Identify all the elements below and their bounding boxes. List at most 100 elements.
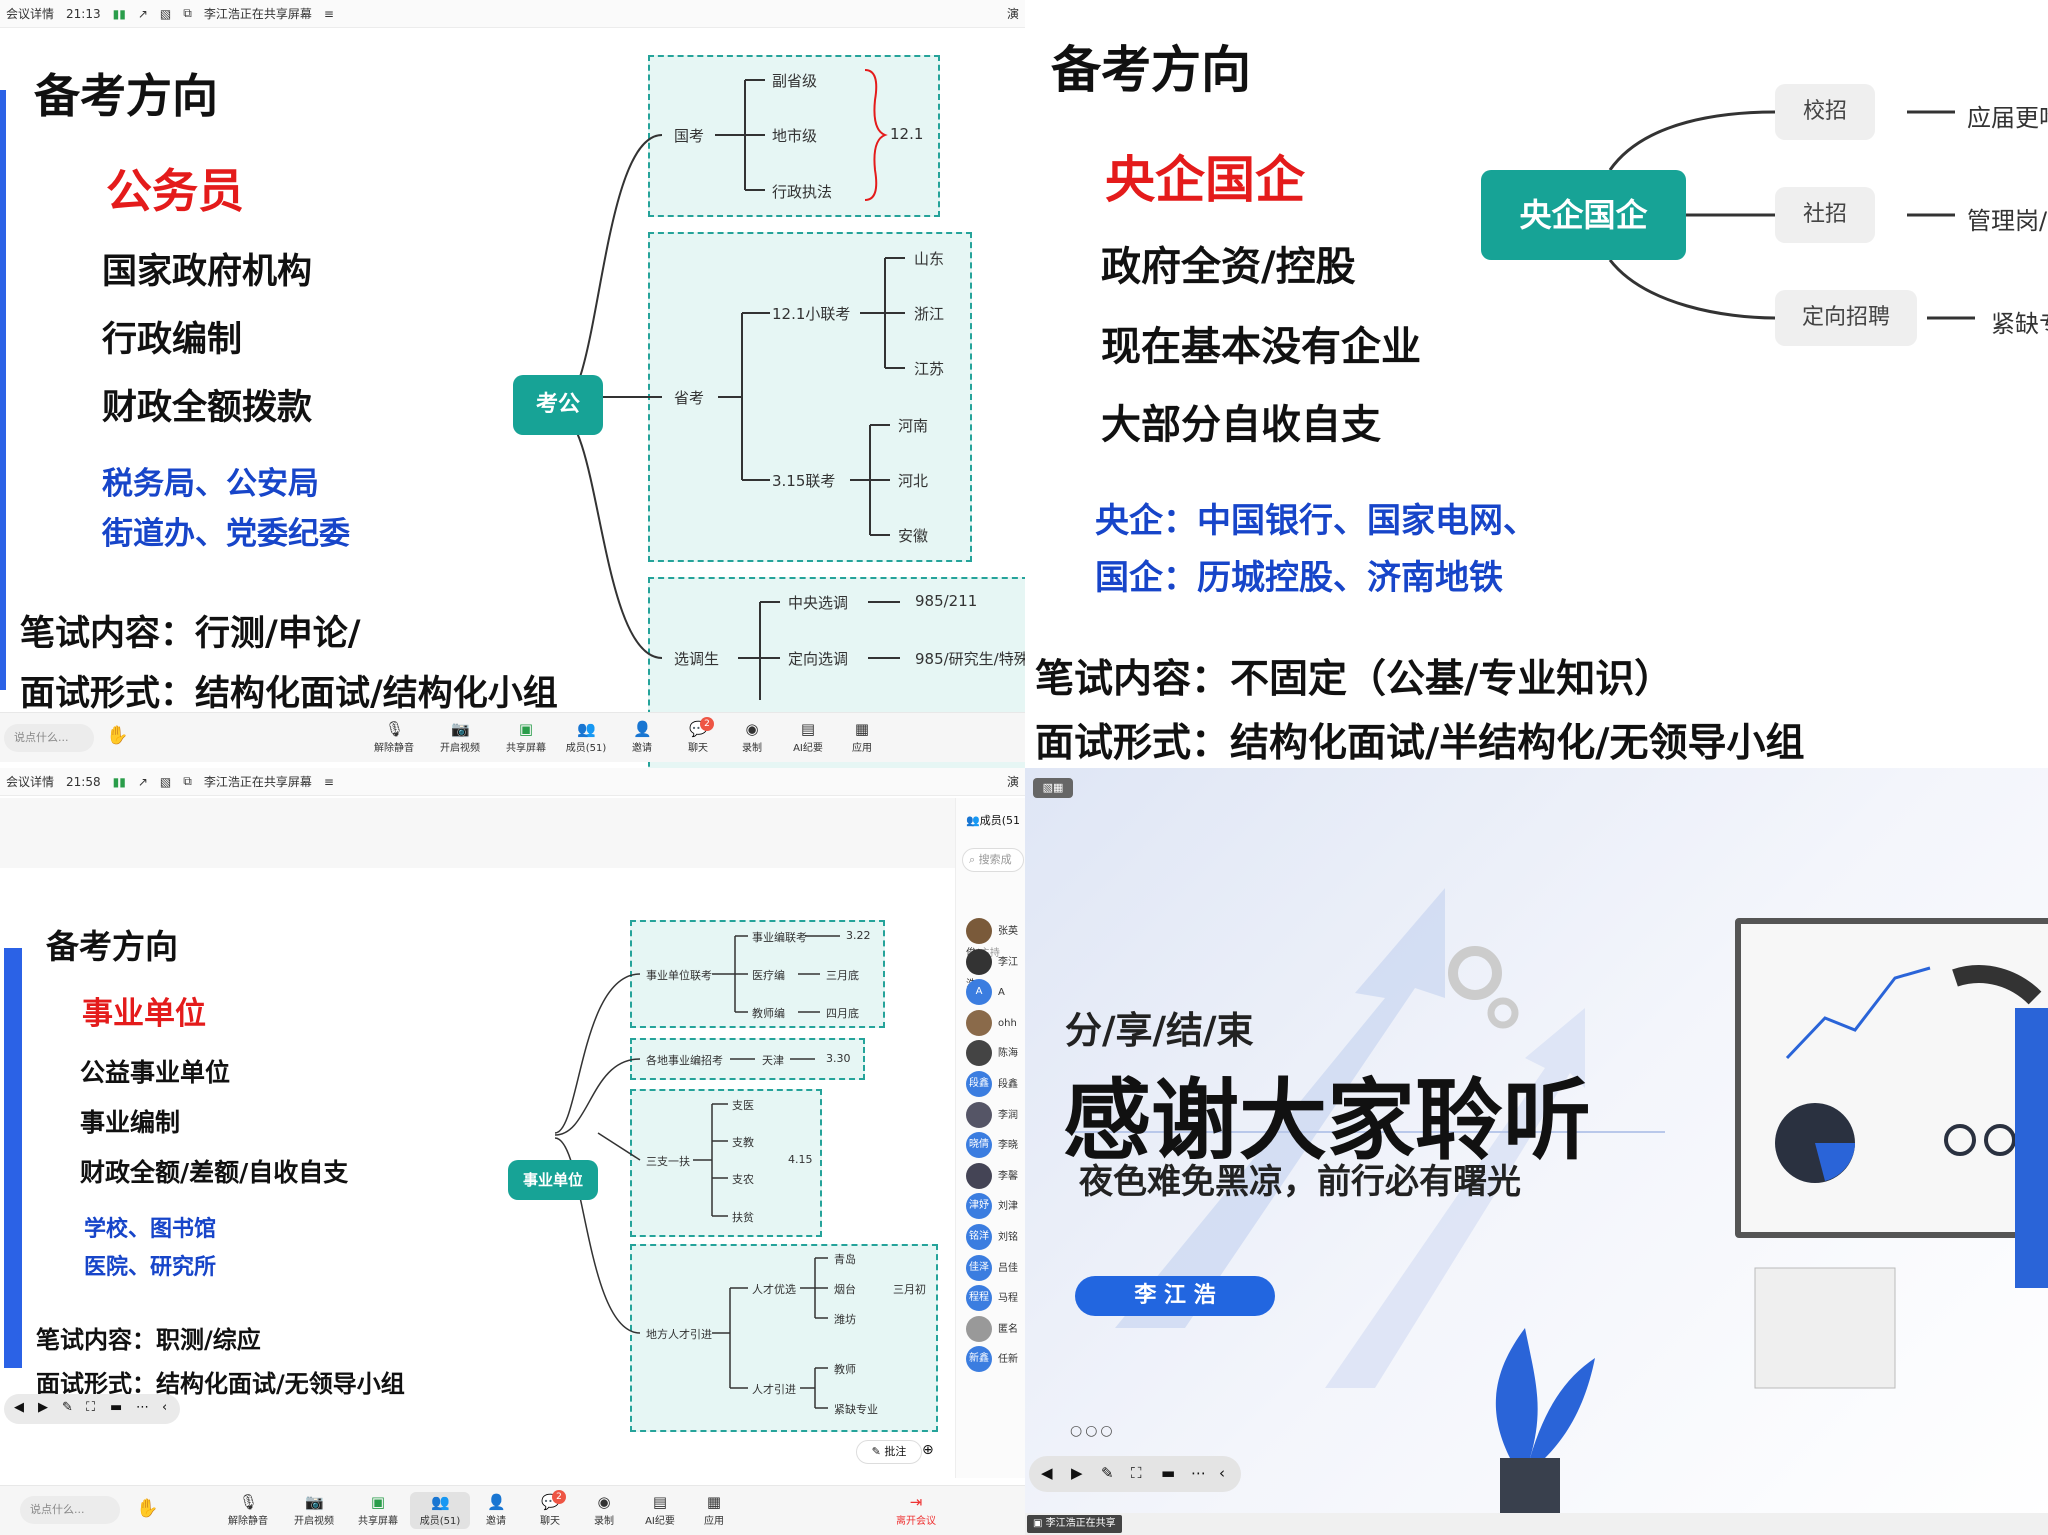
prev-icon[interactable]: ◀	[1041, 1464, 1053, 1482]
video-button[interactable]: 📷开启视频	[440, 720, 480, 754]
member-row[interactable]: 李润	[966, 1101, 1018, 1128]
menu-icon[interactable]: ≡	[323, 6, 334, 21]
member-name: 任新	[998, 1354, 1018, 1366]
zoom-icon[interactable]: ⊕	[922, 1442, 934, 1458]
chat-input[interactable]: 说点什么...	[4, 724, 94, 752]
prev-icon[interactable]: ◀	[14, 1400, 24, 1415]
member-row[interactable]: 晓倩李晓	[966, 1132, 1018, 1159]
signal-icon: ▮▮	[112, 774, 126, 789]
avatar	[966, 1009, 992, 1036]
invite-button[interactable]: 👤邀请	[632, 720, 652, 754]
ai-notes-button[interactable]: ▤AI纪要	[793, 720, 823, 754]
exit-icon: ⇥	[909, 1493, 923, 1511]
member-search[interactable]: ⌕ 搜索成	[962, 848, 1024, 872]
invite-icon: 👤	[487, 1493, 506, 1511]
next-icon[interactable]: ▶	[1071, 1464, 1083, 1482]
slide-line: 行政编制	[102, 320, 243, 360]
unmute-button[interactable]: 🎙解除静音	[228, 1493, 268, 1527]
node-guokao: 国考	[674, 127, 705, 145]
slide-line: 国家政府机构	[102, 252, 313, 292]
member-row[interactable]: 李馨	[966, 1162, 1018, 1189]
video-button[interactable]: 📷开启视频	[294, 1493, 334, 1527]
member-row[interactable]: 程程马程	[966, 1285, 1018, 1312]
popout-icon[interactable]: ↗	[137, 6, 148, 21]
popout-icon[interactable]: ↗	[137, 774, 148, 789]
meeting-info-link[interactable]: 会议详情	[6, 7, 55, 21]
unmute-button[interactable]: 🎙解除静音	[374, 720, 414, 754]
member-row[interactable]: 铭洋刘铭	[966, 1224, 1018, 1250]
raise-hand-icon[interactable]: ✋	[136, 1498, 159, 1519]
pen-icon[interactable]: ✎	[62, 1400, 73, 1415]
pen-icon: ✎	[871, 1445, 885, 1458]
record-button[interactable]: ◉录制	[594, 1493, 614, 1527]
share-icon[interactable]: ⧉	[183, 774, 192, 788]
node-child: 支教	[732, 1136, 754, 1149]
member-row[interactable]: 陈海	[966, 1040, 1018, 1067]
branch-node: 校招	[1775, 84, 1875, 140]
meeting-topbar: 会议详情 21:58 ▮▮ ↗ ▧ ⧉ 李江浩正在共享屏幕 ≡ 演	[0, 768, 1025, 796]
members-button[interactable]: 👥成员(51)	[410, 1492, 470, 1529]
share-icon: ▣	[1033, 1518, 1046, 1529]
raise-hand-icon[interactable]: ✋	[106, 725, 129, 746]
camera-icon[interactable]: ▬	[110, 1400, 123, 1415]
node-row: 教师编	[752, 1007, 785, 1020]
annotate-icon[interactable]: ▧	[159, 774, 172, 789]
screenshot-icon[interactable]: ⛶	[86, 1400, 96, 1415]
member-row[interactable]: 新鑫任新	[966, 1346, 1018, 1373]
avatar	[966, 1315, 992, 1342]
signal-icon: ▮▮	[112, 6, 126, 21]
share-screen-button[interactable]: ▣共享屏幕	[358, 1493, 398, 1527]
node-date: 三月初	[893, 1283, 926, 1296]
collapse-icon[interactable]: ‹	[1219, 1464, 1225, 1482]
invite-button[interactable]: 👤邀请	[486, 1493, 506, 1527]
record-button[interactable]: ◉录制	[742, 720, 762, 754]
ai-notes-button[interactable]: ▤AI纪要	[645, 1493, 675, 1527]
gedi-box	[630, 1038, 865, 1080]
apps-icon: ▦	[854, 720, 870, 738]
more-icon[interactable]: ⋯	[136, 1400, 149, 1415]
pen-icon[interactable]: ✎	[1101, 1464, 1114, 1482]
slide-line: 财政全额拨款	[102, 388, 313, 428]
chat-input[interactable]: 说点什么...	[20, 1496, 120, 1524]
members-button[interactable]: 👥成员(51)	[565, 720, 607, 754]
member-name: ohh	[998, 1017, 1017, 1029]
member-name: 李馨	[998, 1170, 1018, 1182]
slide-line: 大部分自收自支	[1101, 402, 1381, 448]
members-header: 👥成员(51	[966, 814, 1020, 827]
member-row[interactable]: 段鑫段鑫	[966, 1071, 1018, 1097]
apps-button[interactable]: ▦应用	[704, 1493, 724, 1527]
slide-kicker: 分/享/结/束	[1065, 1009, 1254, 1052]
meeting-info-link[interactable]: 会议详情	[6, 775, 55, 789]
chat-button[interactable]: 💬聊天	[540, 1493, 560, 1527]
present-button[interactable]: 演	[1006, 7, 1019, 21]
slide-example: 央企：中国银行、国家电网、	[1095, 501, 1537, 541]
annotate-button[interactable]: ✎ 批注	[856, 1440, 922, 1464]
next-icon[interactable]: ▶	[38, 1400, 48, 1415]
accent-bar	[0, 90, 6, 690]
chat-button[interactable]: 💬聊天	[688, 720, 708, 754]
more-icon[interactable]: ⋯	[1191, 1464, 1206, 1482]
camera-icon[interactable]: ▬	[1161, 1464, 1176, 1482]
branch-target: 紧缺专	[1991, 310, 2048, 338]
leave-button[interactable]: ⇥离开会议	[896, 1493, 936, 1527]
apps-button[interactable]: ▦应用	[852, 720, 872, 754]
member-row[interactable]: 匿名	[966, 1315, 1018, 1342]
annotate-icon[interactable]: ▧	[159, 6, 172, 21]
screenshot-icon[interactable]: ⛶	[1131, 1464, 1142, 1482]
member-row[interactable]: 津妤刘津	[966, 1193, 1018, 1220]
rencai-box	[630, 1244, 938, 1432]
present-button[interactable]: 演	[1006, 775, 1019, 789]
share-screen-button[interactable]: ▣共享屏幕	[506, 720, 546, 754]
share-icon[interactable]: ⧉	[183, 6, 192, 20]
mindmap-center: 考公	[513, 375, 603, 435]
collapse-icon[interactable]: ‹	[162, 1400, 168, 1415]
guokao-box	[648, 55, 940, 217]
member-row[interactable]: ohh	[966, 1009, 1017, 1036]
member-row[interactable]: 佳泽吕佳	[966, 1254, 1018, 1281]
slide-controls: ◀ ▶ ✎ ⛶ ▬ ⋯ ‹	[1029, 1456, 1241, 1492]
window-controls-icon[interactable]: ▧▦	[1033, 778, 1073, 798]
node-province: 江苏	[914, 360, 945, 378]
node-child: 青岛	[834, 1253, 856, 1266]
menu-icon[interactable]: ≡	[323, 774, 334, 789]
